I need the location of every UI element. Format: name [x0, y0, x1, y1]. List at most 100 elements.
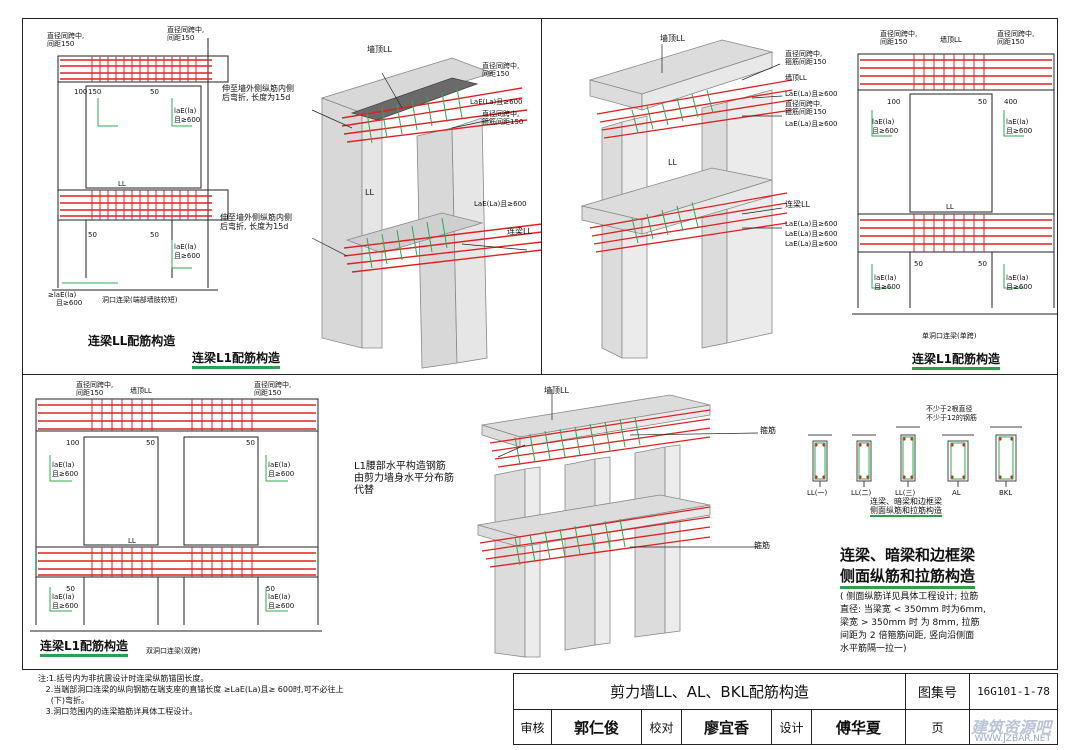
tb-check-label: 校对 — [642, 710, 682, 744]
label-lae-600-a: LaE(La)且≥600 — [470, 98, 523, 106]
tr-label-d400: 400 — [1004, 98, 1018, 106]
tr-label-mid-span: 直径同跨中, 箍筋间距150 — [785, 50, 827, 66]
tb-atlas-no: 16G101-1-78 — [970, 674, 1057, 710]
tr-label-ge600-a: 且≥600 — [872, 127, 899, 135]
tr-label-single: 单洞口连梁(单跨) — [922, 332, 977, 340]
tb-review-label: 审核 — [514, 710, 552, 744]
divider-horizontal — [22, 374, 1058, 375]
bl-label-d50-d: 50 — [266, 585, 275, 593]
bl-label-ll: LL — [128, 537, 136, 545]
label-side-note-1: 伸至墙外侧纵筋内侧 后弯折, 长度为15d — [222, 84, 294, 102]
tb-reviewer: 郭仁俊 — [552, 710, 642, 744]
tr-label-ge600-b: 且≥600 — [1006, 127, 1033, 135]
tb-design-label: 设计 — [772, 710, 812, 744]
label-ge600-2: 且≥600 — [174, 252, 201, 260]
br-sec-caption: 连梁、暗梁和边框梁 侧面纵筋和拉筋构造 — [870, 497, 942, 517]
label-side-note-2: 伸至墙外侧纵筋内侧 后弯折, 长度为15d — [220, 213, 292, 231]
br-label-wall-top: 墙顶LL — [544, 386, 569, 395]
label-d150: 150 — [88, 88, 102, 96]
label-mid-span-1: 直径同跨中, 间距150 — [47, 32, 85, 48]
panel-bottom-right: 墙顶LL 箍筋 箍筋 L1腰部水平构造钢筋 由剪力墙身水平分布筋 代替 不少于2… — [330, 375, 1058, 670]
top-right-drawing — [580, 39, 1057, 359]
tr-label-lae-a: laE(la) — [872, 118, 895, 126]
title-bottom-left: 连梁L1配筋构造 — [40, 637, 128, 657]
tr-label-lae-3: LaE(La)且≥600 — [785, 220, 838, 228]
tr-label-lae-2: LaE(La)且≥600 — [785, 120, 838, 128]
notes: 注:1.括号内为非抗震设计时连梁纵筋锚固长度。 2.当端部洞口连梁的纵向钢筋在端… — [38, 674, 344, 716]
tr-label-lianliang: 连梁LL — [785, 200, 810, 209]
tb-designer: 傅华夏 — [812, 710, 906, 744]
watermark-url: WWW.JZBAR.NET — [974, 734, 1051, 744]
tb-page-label: 页 — [906, 710, 970, 744]
panel-top-left: 墙顶LL 直径同跨中, 间距150 直径同跨中, 间距150 伸至墙外侧纵筋内侧… — [22, 18, 541, 374]
label-mid-span-2: 直径同跨中, 间距150 — [167, 26, 205, 42]
bl-label-mid-span-2: 直径同跨中, 间距150 — [254, 381, 292, 397]
tr-label-wall-top: 墙顶LL — [660, 34, 685, 43]
br-sec-bkl: BKL — [999, 489, 1013, 497]
label-lianliang-ll: 连梁LL — [507, 227, 532, 236]
br-sec-al: AL — [952, 489, 961, 497]
tr-label-wall-top-2: 墙顶LL — [785, 74, 807, 82]
label-lae-2: laE(la) — [174, 243, 197, 251]
br-label-stirrup-2: 箍筋 — [754, 541, 770, 550]
br-min-note-2: 不少于12的钢筋 — [926, 414, 977, 422]
br-label-stirrup-1: 箍筋 — [760, 426, 776, 435]
bl-label-lae-c: laE(la) — [52, 593, 75, 601]
label-d50-b: 50 — [88, 231, 97, 239]
label-d50: 50 — [150, 88, 159, 96]
tr-label-rt-mid1: 直径同跨中, 间距150 — [880, 30, 918, 46]
bl-label-ge600-d: 且≥600 — [268, 602, 295, 610]
tr-label-d50-c: 50 — [978, 260, 987, 268]
label-wall-top-ll: 墙顶LL — [367, 45, 392, 54]
bl-label-d50-c: 50 — [66, 585, 75, 593]
bl-label-ge600-c: 且≥600 — [52, 602, 79, 610]
bl-label-d50-b: 50 — [246, 439, 255, 447]
bl-label-d50-a: 50 — [146, 439, 155, 447]
watermark: 建筑资源吧 — [970, 718, 1051, 737]
bl-label-ge600-a: 且≥600 — [52, 470, 79, 478]
label-d50-c: 50 — [150, 231, 159, 239]
br-sec-ll1: LL(一) — [807, 489, 828, 497]
panel-top-right: 墙顶LL 直径同跨中, 箍筋间距150 墙顶LL LaE(La)且≥600 直径… — [542, 18, 1058, 374]
label-ll-elev: LL — [118, 180, 126, 188]
tr-label-lae-d: laE(la) — [1006, 274, 1029, 282]
bl-label-lae-a: laE(la) — [52, 461, 75, 469]
panel-bottom-left: 直径同跨中, 间距150 墙顶LL 直径同跨中, 间距150 100 50 50… — [22, 375, 442, 670]
label-ge600-bottom: 且≥600 — [56, 299, 83, 307]
divider-vertical — [541, 18, 542, 374]
tr-label-lae-b: laE(la) — [1006, 118, 1029, 126]
tr-label-ge600-d: 且≥600 — [1006, 283, 1033, 291]
label-caption-small: 洞口连梁(端部墙肢较短) — [102, 296, 178, 304]
bl-label-ge600-b: 且≥600 — [268, 470, 295, 478]
tb-checker: 廖宜香 — [682, 710, 772, 744]
label-mid-span-3: 直径同跨中, 间距150 — [482, 62, 520, 78]
tr-label-rt-mid2: 直径同跨中, 间距150 — [997, 30, 1035, 46]
bottom-right-drawing — [477, 389, 1022, 658]
label-lae-bottom: ≥laE(la) — [48, 291, 77, 299]
br-min-note-1: 不少于2根直径 — [926, 405, 973, 413]
bl-label-wall-top: 墙顶LL — [130, 387, 152, 395]
label-lae-600-b: LaE(La)且≥600 — [474, 200, 527, 208]
br-desc: ( 侧面纵筋详见具体工程设计; 拉筋 直径: 当梁宽 < 350mm 时为6mm… — [840, 592, 986, 654]
tr-label-ge600-c: 且≥600 — [874, 283, 901, 291]
br-big-title-2: 侧面纵筋和拉筋构造 — [840, 566, 976, 589]
label-ge600-1: 且≥600 — [174, 116, 201, 124]
tr-label-mid-span-2: 直径同跨中, 箍筋间距150 — [785, 100, 827, 116]
title-top-right: 连梁L1配筋构造 — [912, 350, 1000, 370]
tr-label-lae-5: LaE(La)且≥600 — [785, 240, 838, 248]
tr-label-ll: LL — [668, 158, 677, 167]
title-block: 剪力墙LL、AL、BKL配筋构造 图集号 16G101-1-78 审核 郭仁俊 … — [513, 673, 1058, 745]
tr-label-d50: 50 — [978, 98, 987, 106]
title-top-left: 连梁LL配筋构造 — [88, 334, 176, 348]
bl-caption-small: 双洞口连梁(双跨) — [146, 647, 201, 655]
label-lae-1: laE(la) — [174, 107, 197, 115]
tr-label-lae-c: laE(la) — [874, 274, 897, 282]
br-big-title-1: 连梁、暗梁和边框梁 — [840, 546, 976, 564]
label-ll-3d: LL — [365, 188, 374, 197]
label-d100: 100 — [74, 88, 88, 96]
label-mid-span-4: 直径同跨中, 箍筋间距150 — [482, 110, 524, 126]
br-sec-ll2: LL(二) — [851, 489, 872, 497]
bl-label-mid-span: 直径同跨中, 间距150 — [76, 381, 114, 397]
subtitle-top-left: 连梁L1配筋构造 — [192, 349, 280, 369]
top-left-drawing — [52, 38, 541, 369]
